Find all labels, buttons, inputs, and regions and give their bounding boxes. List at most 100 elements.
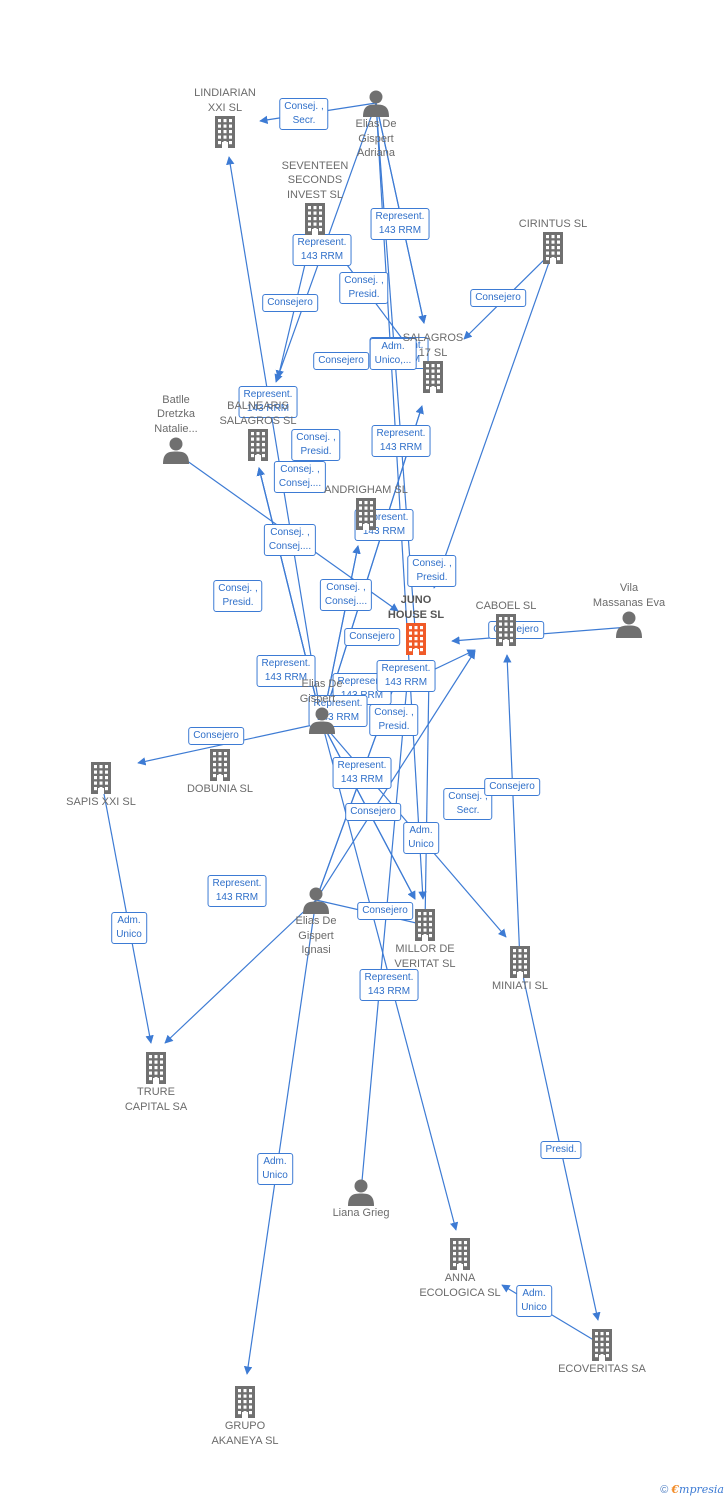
building-icon xyxy=(537,1328,667,1362)
edge-label[interactable]: Consejero xyxy=(313,352,369,370)
edge-label[interactable]: Represent. 143 RRM xyxy=(371,425,431,457)
company-node-dobunia[interactable]: DOBUNIA SL xyxy=(155,748,285,797)
person-node-batlle[interactable]: Batlle Dretzka Natalie... xyxy=(111,393,241,464)
edge-label[interactable]: Consejero xyxy=(345,803,401,821)
person-icon xyxy=(257,706,387,734)
company-node-andrigham[interactable]: ANDRIGHAM SL xyxy=(301,483,431,532)
edge-label[interactable]: Consej. , Secr. xyxy=(279,98,329,130)
building-icon xyxy=(250,202,380,236)
node-label: SEVENTEEN SECONDS INVEST SL xyxy=(281,159,349,201)
company-node-cirintus[interactable]: CIRINTUS SL xyxy=(488,217,618,266)
company-node-trure[interactable]: TRURE CAPITAL SA xyxy=(91,1051,221,1114)
node-label: ANDRIGHAM SL xyxy=(324,483,408,496)
building-icon xyxy=(91,1051,221,1085)
copyright-symbol: © xyxy=(660,1484,669,1496)
edge-label[interactable]: Represent. 143 RRM xyxy=(332,757,392,789)
person-icon xyxy=(251,886,381,914)
edge-label[interactable]: Consej. , Consej.... xyxy=(273,461,327,493)
edge-label[interactable]: Represent. 143 RRM xyxy=(207,875,267,907)
brand-logo-initial: € xyxy=(671,1483,680,1496)
person-node-elias-mid[interactable]: Elias De Gispert... xyxy=(257,677,387,734)
company-node-grupo[interactable]: GRUPO AKANEYA SL xyxy=(180,1385,310,1448)
edge-line xyxy=(226,156,323,724)
building-icon xyxy=(368,360,498,394)
node-label: ECOVERITAS SA xyxy=(558,1363,646,1375)
building-icon xyxy=(395,1237,525,1271)
person-icon xyxy=(311,89,441,117)
edge-label[interactable]: Consejero xyxy=(357,902,413,920)
edge-label[interactable]: Adm. Unico,... xyxy=(369,338,417,370)
node-label: DOBUNIA SL xyxy=(186,783,254,795)
company-node-anna[interactable]: ANNA ECOLOGICA SL xyxy=(395,1237,525,1300)
company-node-miniati[interactable]: MINIATI SL xyxy=(455,945,585,994)
building-icon xyxy=(455,945,585,979)
node-label: ANNA ECOLOGICA SL xyxy=(419,1272,501,1299)
node-label: CIRINTUS SL xyxy=(518,217,588,230)
edge-label[interactable]: Consejero xyxy=(484,778,540,796)
edge-line xyxy=(360,673,412,1193)
edge-label[interactable]: Represent. 143 RRM xyxy=(370,208,430,240)
edge-label[interactable]: Consej. , Presid. xyxy=(213,580,263,612)
brand-logo[interactable]: €mpresia xyxy=(671,1483,724,1496)
edge-label[interactable]: Consejero xyxy=(262,294,318,312)
edge-label[interactable]: Adm. Unico xyxy=(403,822,439,854)
node-label: Elias De Gispert Ignasi xyxy=(295,915,337,956)
edge-line xyxy=(243,899,317,1375)
person-node-liana[interactable]: Liana Grieg xyxy=(296,1178,426,1221)
edge-line xyxy=(375,102,420,643)
edge-label[interactable]: Consejero xyxy=(470,289,526,307)
edge-label[interactable]: Represent. 143 RRM xyxy=(256,655,316,687)
edge-label[interactable]: Consej. , Consej.... xyxy=(319,579,373,611)
edge-line xyxy=(432,250,554,589)
node-label: MILLOR DE VERITAT SL xyxy=(394,943,456,970)
node-label: Batlle Dretzka Natalie... xyxy=(154,393,198,435)
company-node-balneari[interactable]: BALNEARIS SALAGROS SL xyxy=(193,399,323,462)
edge-label[interactable]: Consejero xyxy=(188,727,244,745)
company-node-seventeen[interactable]: SEVENTEEN SECONDS INVEST SL xyxy=(250,159,380,237)
person-node-elias-adriana[interactable]: Elias De Gispert Adriana xyxy=(311,89,441,161)
node-label: Elias De Gispert... xyxy=(299,678,345,705)
node-label: LINDIARIAN XXI SL xyxy=(194,87,256,114)
edge-label[interactable]: Adm. Unico xyxy=(111,912,147,944)
edge-label[interactable]: Consej. , Presid. xyxy=(291,429,341,461)
person-node-elias-ignasi[interactable]: Elias De Gispert Ignasi xyxy=(251,886,381,958)
edge-label[interactable]: Consej. , Presid. xyxy=(339,272,389,304)
edge-label[interactable]: Represent. 143 RRM xyxy=(292,234,352,266)
company-node-ecoveritas[interactable]: ECOVERITAS SA xyxy=(537,1328,667,1377)
building-icon xyxy=(360,908,490,942)
node-label: SAPIS XXI SL xyxy=(66,796,136,808)
company-node-millor[interactable]: MILLOR DE VERITAT SL xyxy=(360,908,490,971)
person-node-vila[interactable]: Vila Massanas Eva xyxy=(564,581,694,638)
edge-line xyxy=(100,777,154,1044)
edge-label[interactable]: Consej. , Presid. xyxy=(369,704,419,736)
edge-label[interactable]: Consej. , Presid. xyxy=(407,555,457,587)
person-icon xyxy=(296,1178,426,1206)
edge-label[interactable]: Adm. Unico xyxy=(516,1285,552,1317)
edge-label[interactable]: Consejero xyxy=(344,628,400,646)
company-node-lindiarian[interactable]: LINDIARIAN XXI SL xyxy=(160,86,290,149)
building-icon xyxy=(488,231,618,265)
company-node-salagros[interactable]: SALAGROS 17 SL xyxy=(368,331,498,394)
edge-line xyxy=(321,545,361,724)
building-icon xyxy=(193,428,323,462)
building-icon xyxy=(180,1385,310,1419)
edge-label[interactable]: Consej. , Consej.... xyxy=(263,524,317,556)
building-icon xyxy=(351,622,481,656)
edge-label[interactable]: Adm. Unico xyxy=(257,1153,293,1185)
edge-line xyxy=(164,899,317,1044)
edge-line xyxy=(321,405,424,724)
edge-line xyxy=(424,672,434,926)
company-node-caboel[interactable]: CABOEL SL xyxy=(441,599,571,648)
company-node-juno[interactable]: JUNO HOUSE SL xyxy=(351,593,481,656)
edge-label[interactable]: Represent. 143 RRM xyxy=(376,660,436,692)
company-node-sapis[interactable]: SAPIS XXI SL xyxy=(36,761,166,810)
node-label: Liana Grieg xyxy=(332,1207,390,1219)
building-icon xyxy=(301,497,431,531)
node-label: JUNO HOUSE SL xyxy=(387,594,445,621)
node-label: TRURE CAPITAL SA xyxy=(124,1086,188,1113)
edge-label[interactable]: Presid. xyxy=(540,1141,582,1159)
edge-label[interactable]: Represent. 143 RRM xyxy=(359,969,419,1001)
node-label: Vila Massanas Eva xyxy=(592,582,666,609)
edge-label[interactable]: Represent. 143 RRM xyxy=(238,386,298,418)
